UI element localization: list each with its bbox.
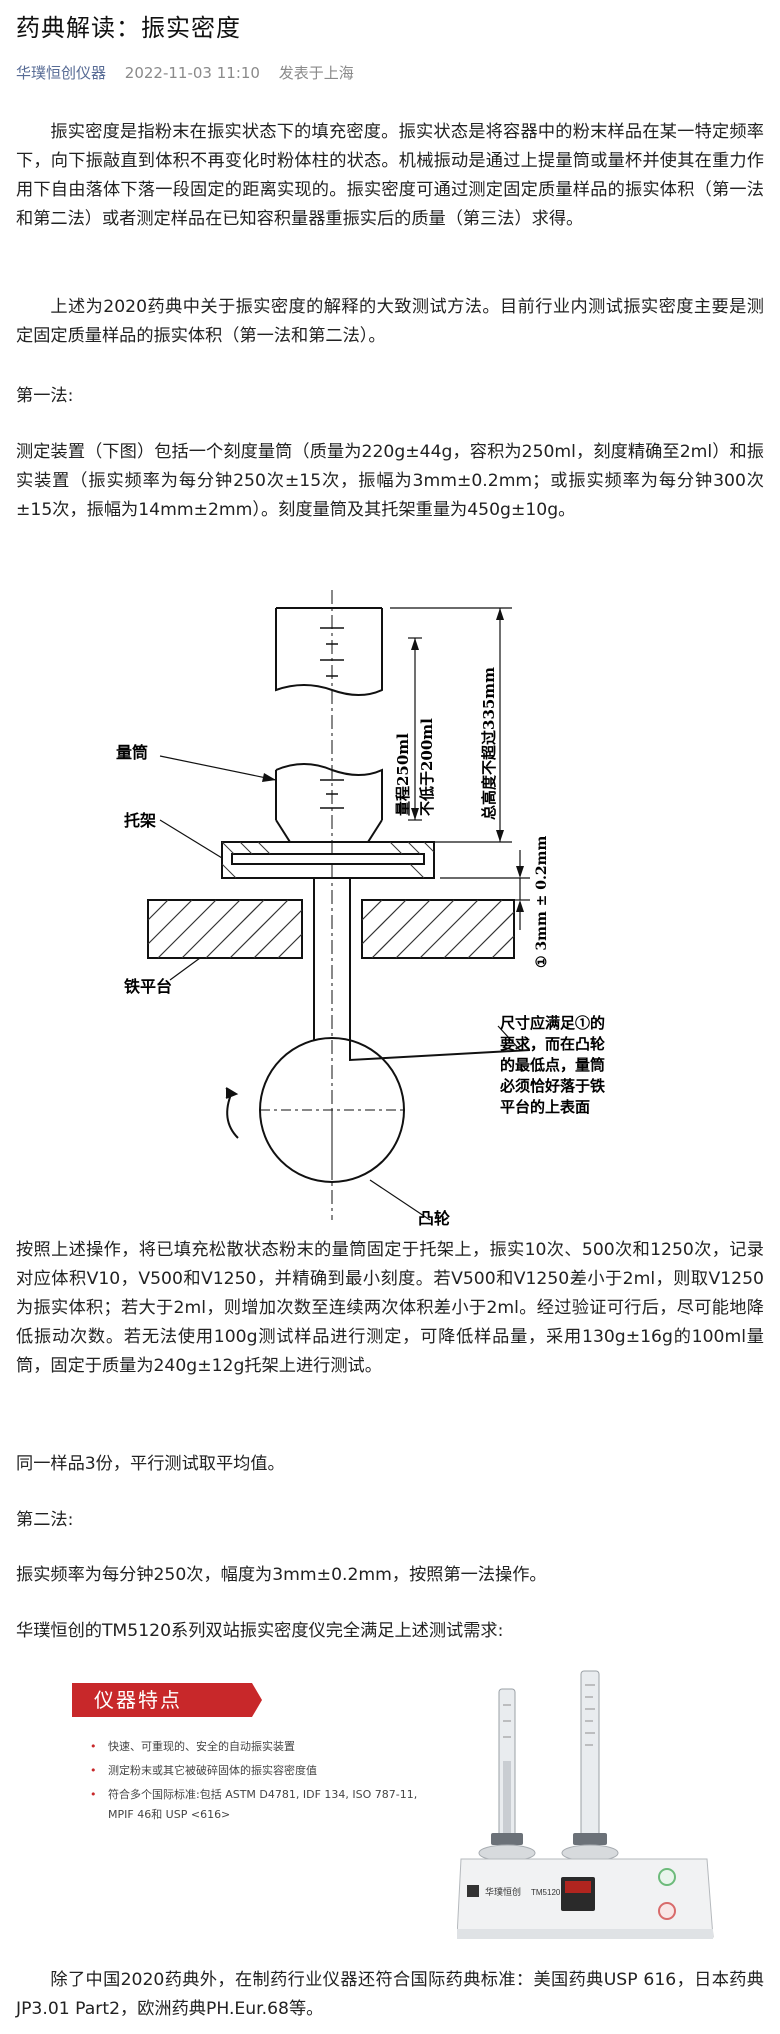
product-features-title: 仪器特点 bbox=[72, 1683, 262, 1717]
product-features-list: 快速、可重现的、安全的自动振实装置 测定粉末或其它被破碎固体的振实容密度值 符合… bbox=[84, 1735, 464, 1827]
publish-location: 发表于上海 bbox=[278, 64, 354, 82]
paragraph-definition: 振实密度是指粉末在振实状态下的填充密度。振实状态是将容器中的粉末样品在某一特定频… bbox=[16, 122, 764, 229]
label-cam: 凸轮 bbox=[418, 1209, 450, 1228]
model-label: TM5120 bbox=[531, 1888, 561, 1897]
note-line: 平台的上表面 bbox=[500, 1098, 590, 1116]
note-line: 尺寸应满足①的 bbox=[500, 1014, 605, 1032]
paragraph-procedure: 按照上述操作，将已填充松散状态粉末的量筒固定于托架上，振实10次、500次和12… bbox=[16, 1240, 764, 1376]
brand-label: 华璞恒创 bbox=[485, 1886, 521, 1897]
feature-item: 快速、可重现的、安全的自动振实装置 bbox=[84, 1735, 464, 1759]
note-line: 必须恰好落于铁 bbox=[499, 1077, 605, 1095]
product-image: 仪器特点 快速、可重现的、安全的自动振实装置 测定粉末或其它被破碎固体的振实容密… bbox=[62, 1665, 722, 1950]
label-range: 量程250ml bbox=[394, 733, 412, 816]
label-cylinder: 量筒 bbox=[116, 743, 148, 762]
paragraph-replicates: 同一样品3份，平行测试取平均值。 bbox=[16, 1454, 285, 1474]
instrument-illustration: 华璞恒创 TM5120 bbox=[457, 1670, 714, 1939]
label-gap: ① 3mm ± 0.2mm bbox=[534, 836, 550, 968]
paragraph-apparatus: 测定装置（下图）包括一个刻度量筒（质量为220g±44g，容积为250ml，刻度… bbox=[16, 442, 764, 520]
label-holder: 托架 bbox=[124, 811, 156, 830]
paragraph-product-intro: 华璞恒创的TM5120系列双站振实密度仪完全满足上述测试需求: bbox=[16, 1621, 504, 1641]
heading-method-1: 第一法: bbox=[16, 386, 74, 406]
paragraph-summary: 上述为2020药典中关于振实密度的解释的大致测试方法。目前行业内测试振实密度主要… bbox=[16, 297, 764, 346]
paragraph-standards: 除了中国2020药典外，在制药行业仪器还符合国际药典标准：美国药典USP 616… bbox=[16, 1970, 764, 2019]
label-min-volume: 不低于200ml bbox=[418, 718, 436, 816]
label-platform: 铁平台 bbox=[124, 977, 172, 996]
heading-method-2: 第二法: bbox=[16, 1510, 74, 1530]
article-meta: 华璞恒创仪器 2022-11-03 11:10 发表于上海 bbox=[16, 62, 354, 83]
apparatus-diagram: 量筒 托架 铁平台 凸轮 量程250ml 不低于200ml 总高度不超过335m… bbox=[0, 580, 780, 1230]
article-title: 药典解读：振实密度 bbox=[16, 14, 241, 42]
author-link[interactable]: 华璞恒创仪器 bbox=[16, 64, 107, 82]
note-line: 的最低点，量筒 bbox=[500, 1056, 605, 1074]
publish-date: 2022-11-03 11:10 bbox=[124, 64, 260, 82]
diagram-note: 尺寸应满足①的 要求，而在凸轮 的最低点，量筒 必须恰好落于铁 平台的上表面 bbox=[499, 1014, 605, 1116]
feature-item: 符合多个国际标准:包括 ASTM D4781, IDF 134, ISO 787… bbox=[84, 1783, 464, 1807]
feature-item-continued: MPIF 46和 USP <616> bbox=[108, 1808, 231, 1821]
label-total-height: 总高度不超过335mm bbox=[480, 667, 498, 820]
paragraph-method-2: 振实频率为每分钟250次，幅度为3mm±0.2mm，按照第一法操作。 bbox=[16, 1565, 547, 1585]
note-line: 要求，而在凸轮 bbox=[500, 1035, 605, 1053]
feature-item: 测定粉末或其它被破碎固体的振实容密度值 bbox=[84, 1759, 464, 1783]
